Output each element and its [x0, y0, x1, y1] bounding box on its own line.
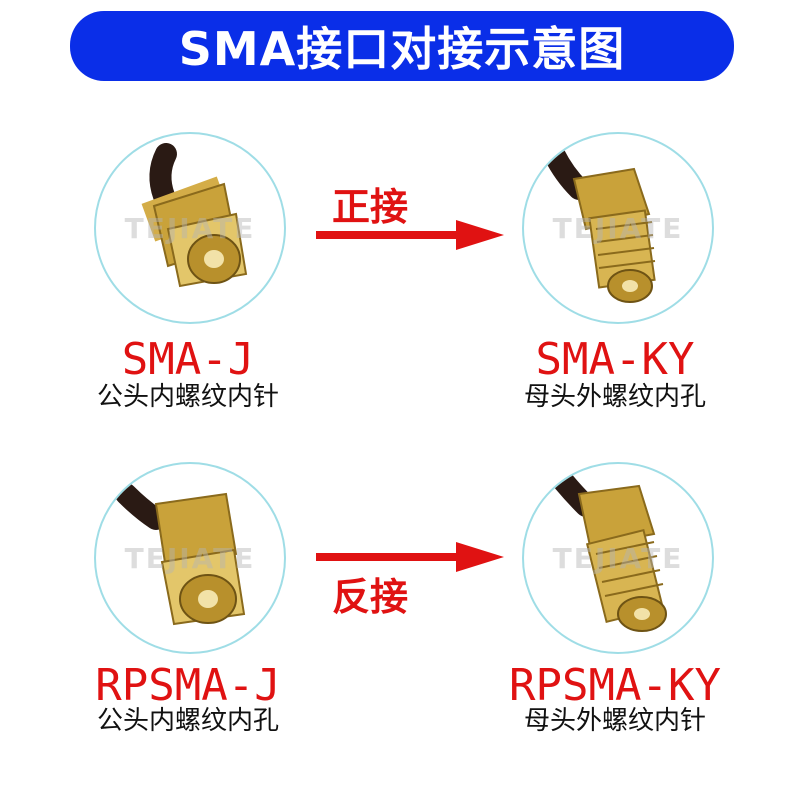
rpsma-j-description: 公头内螺纹内孔 [96, 706, 279, 736]
watermark-text: TEJIATE [124, 542, 256, 575]
sma-j-description: 公头内螺纹内针 [96, 382, 279, 412]
sma-ky-connector-image: TEJIATE [522, 132, 714, 324]
reverse-connection-label: 反接 [332, 575, 409, 619]
watermark-text: TEJIATE [552, 212, 684, 245]
rpsma-ky-description: 母头外螺纹内针 [523, 706, 706, 736]
rpsma-ky-code: RPSMA-KY [509, 660, 721, 711]
watermark-text: TEJIATE [552, 542, 684, 575]
title-banner: SMA接口对接示意图 [70, 11, 734, 81]
right-arrow-icon [316, 220, 504, 250]
sma-ky-description: 母头外螺纹内孔 [523, 382, 706, 412]
page-title: SMA接口对接示意图 [178, 22, 626, 76]
watermark-text: TEJIATE [124, 212, 256, 245]
sma-j-code: SMA-J [121, 334, 255, 385]
rpsma-j-code: RPSMA-J [95, 660, 281, 711]
rpsma-j-connector-image: TEJIATE [94, 462, 286, 654]
forward-connection-label: 正接 [332, 185, 409, 229]
rpsma-ky-connector-image: TEJIATE [522, 462, 714, 654]
right-arrow-icon [316, 542, 504, 572]
sma-ky-code: SMA-KY [535, 334, 695, 385]
sma-j-connector-image: TEJIATE [94, 132, 286, 324]
